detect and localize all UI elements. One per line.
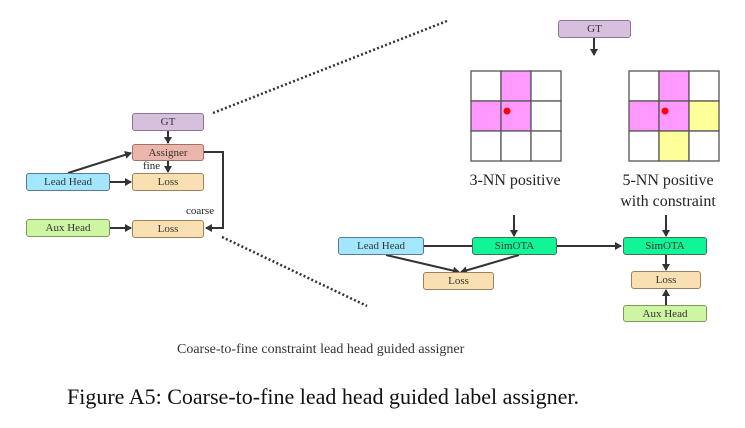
grid-cell-empty — [530, 130, 562, 162]
grid-3nn-label: 3-NN positive — [469, 172, 561, 189]
aux-head-box-left: Aux Head — [26, 219, 110, 237]
simota-box-right: SimOTA — [623, 237, 707, 255]
grid-cell-empty — [530, 70, 562, 102]
grid-cell-constraint — [658, 130, 690, 162]
grid-cell-constraint — [688, 100, 720, 132]
subcaption: Coarse-to-fine constraint lead head guid… — [177, 342, 465, 357]
coarse-label: coarse — [186, 205, 215, 217]
arrow-lead-to-assigner — [67, 151, 132, 174]
grid-cell-empty — [470, 130, 502, 162]
arrow-assigner-to-loss-coarse — [204, 151, 224, 232]
gt-center-dot — [503, 107, 511, 115]
grid-5nn-label-line2: with constraint — [620, 193, 716, 210]
loss-box-coarse: Loss — [132, 220, 204, 238]
assigner-box: Assigner — [132, 144, 204, 161]
loss-box-right-right: Loss — [631, 271, 701, 289]
aux-head-box-right: Aux Head — [623, 305, 707, 322]
fine-label: fine — [143, 160, 161, 172]
grid-cell-empty — [530, 100, 562, 132]
grid-cell-empty — [628, 70, 660, 102]
grid-cell-empty — [628, 130, 660, 162]
grid-3nn — [470, 70, 562, 162]
gt-box-right: GT — [558, 20, 631, 38]
loss-box-fine: Loss — [132, 173, 204, 191]
lead-head-box-left: Lead Head — [26, 173, 110, 191]
grid-cell-positive — [658, 100, 690, 132]
grid-cell-empty — [688, 70, 720, 102]
grid-cell-positive — [470, 100, 502, 132]
grid-5nn — [628, 70, 720, 162]
zoom-line-bottom — [221, 235, 368, 308]
grid-cell-positive — [500, 100, 532, 132]
grid-cell-positive — [628, 100, 660, 132]
grid-cell-positive — [658, 70, 690, 102]
loss-box-right-left: Loss — [423, 272, 494, 290]
grid-5nn-label-line1: 5-NN positive — [622, 172, 714, 189]
arrow-simota-to-loss-left — [460, 254, 520, 275]
figure-caption: Figure A5: Coarse-to-fine lead head guid… — [67, 384, 579, 409]
grid-cell-empty — [500, 130, 532, 162]
grid-cell-empty — [688, 130, 720, 162]
grid-cell-empty — [470, 70, 502, 102]
grid-cell-positive — [500, 70, 532, 102]
arrow-lead-to-loss-right — [385, 254, 460, 275]
simota-box-left: SimOTA — [472, 237, 557, 255]
gt-box-left: GT — [132, 113, 204, 131]
zoom-line-top — [212, 19, 448, 115]
lead-head-box-right: Lead Head — [338, 237, 424, 255]
gt-center-dot — [661, 107, 669, 115]
